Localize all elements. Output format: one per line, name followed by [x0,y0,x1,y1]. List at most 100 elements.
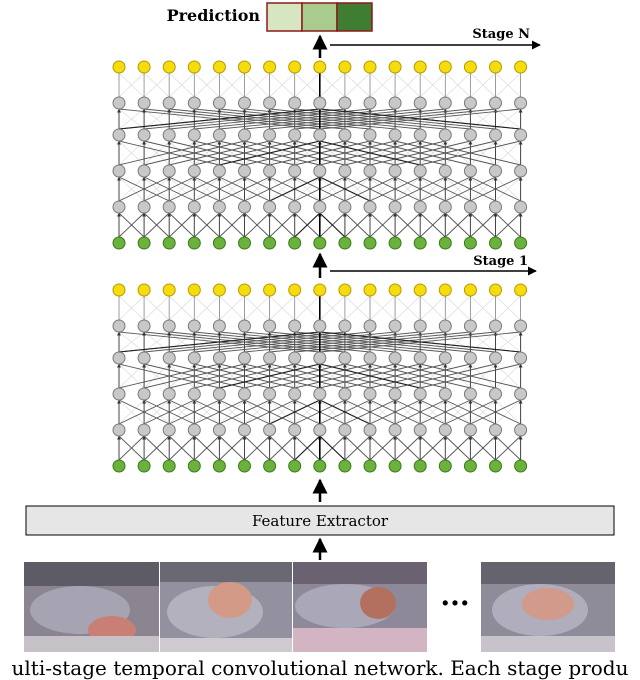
output-node [363,283,377,297]
hidden-node [489,164,502,178]
output-node [137,60,151,74]
hidden-node [388,164,402,178]
hidden-node [313,387,327,401]
hidden-node [162,319,176,333]
input-node [338,236,352,250]
output-node [288,283,302,297]
hidden-node [112,319,126,333]
hidden-node [212,351,226,365]
input-node [413,236,427,250]
hidden-node [162,128,176,142]
output-node [388,60,402,74]
hidden-node [288,200,302,214]
output-node [489,60,502,74]
hidden-node [313,423,327,437]
hidden-node [137,164,151,178]
hidden-node [212,164,226,178]
hidden-node [313,319,327,333]
input-node [363,459,377,473]
hidden-node [112,423,126,437]
hidden-node [187,96,201,110]
input-node [514,459,528,473]
input-node [489,236,502,250]
hidden-node [187,387,201,401]
hidden-node [338,423,352,437]
input-node [288,459,302,473]
ellipsis: ... [440,579,469,612]
hidden-node [112,96,126,110]
hidden-node [112,164,126,178]
video-frame-1 [24,562,159,652]
hidden-node [388,423,402,437]
input-node [212,459,226,473]
hidden-node [514,96,528,110]
hidden-node [463,351,477,365]
figure-caption: ulti-stage temporal convolutional networ… [11,656,629,680]
hidden-node [363,387,377,401]
hidden-node [388,200,402,214]
hidden-node [514,128,528,142]
hidden-node [413,387,427,401]
hidden-node [162,423,176,437]
hidden-node [338,128,352,142]
hidden-node [514,387,528,401]
hidden-node [162,351,176,365]
hidden-node [187,200,201,214]
hidden-node [112,351,126,365]
hidden-node [438,351,452,365]
hidden-node [463,319,477,333]
output-node [263,60,277,74]
hidden-node [463,96,477,110]
feature-extractor-label: Feature Extractor [252,512,389,530]
stage-n-label: Stage N [472,27,530,42]
input-node [212,236,226,250]
input-node [388,459,402,473]
input-node [438,236,452,250]
input-node [263,459,277,473]
hidden-node [388,351,402,365]
hidden-node [489,200,502,214]
hidden-node [137,387,151,401]
hidden-node [238,128,251,142]
output-node [288,60,302,74]
hidden-node [489,423,502,437]
hidden-node [489,387,502,401]
prediction-boxes [266,2,373,32]
hidden-node [263,200,277,214]
hidden-node [438,200,452,214]
hidden-node [338,351,352,365]
hidden-node [112,387,126,401]
feature-extractor-box [25,505,615,536]
input-node [187,459,201,473]
output-node [413,283,427,297]
output-node [388,283,402,297]
output-node [212,283,226,297]
video-frame-3 [293,562,427,652]
hidden-node [263,351,277,365]
hidden-node [438,96,452,110]
input-node [112,236,126,250]
hidden-node [338,387,352,401]
hidden-node [338,319,352,333]
stage-1-nodes [112,283,528,473]
video-frame-4 [481,562,615,652]
hidden-node [263,423,277,437]
hidden-node [288,387,302,401]
output-node [438,60,452,74]
hidden-node [514,200,528,214]
hidden-node [363,319,377,333]
output-node [413,60,427,74]
hidden-node [313,351,327,365]
hidden-node [238,423,251,437]
hidden-node [438,387,452,401]
hidden-node [413,164,427,178]
hidden-node [438,319,452,333]
hidden-node [263,319,277,333]
hidden-node [388,128,402,142]
hidden-node [413,200,427,214]
input-node [514,236,528,250]
hidden-node [212,387,226,401]
hidden-node [288,423,302,437]
input-node [338,459,352,473]
hidden-node [137,351,151,365]
